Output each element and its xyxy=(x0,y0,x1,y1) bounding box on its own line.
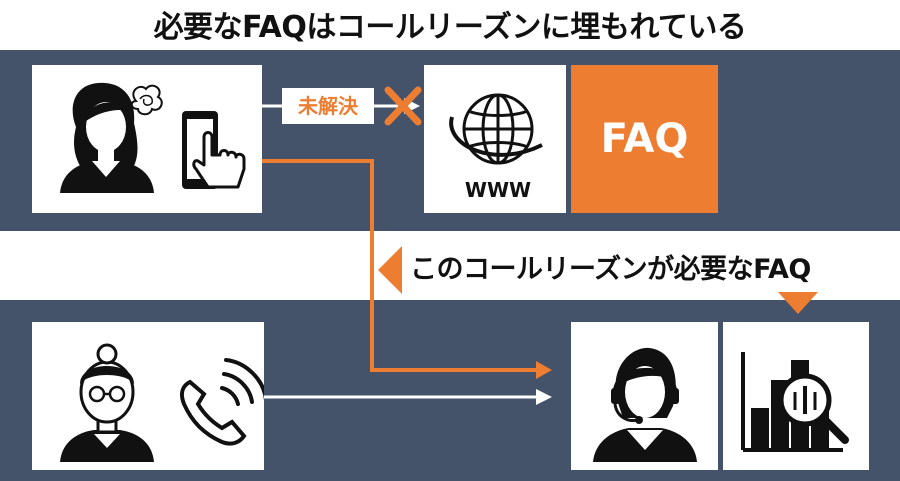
phone-call-arrow xyxy=(264,389,552,405)
unresolved-label: 未解決 xyxy=(282,88,374,124)
customer-web-panel xyxy=(32,65,262,213)
analytics-panel xyxy=(723,322,869,470)
cross-icon xyxy=(384,86,422,126)
www-label: WWW xyxy=(465,178,531,202)
callout-down-pointer xyxy=(778,292,818,314)
callout-text: このコールリーズンが必要なFAQ xyxy=(410,254,811,285)
escalation-arrow xyxy=(262,159,552,379)
smartphone-tap-icon xyxy=(182,111,246,189)
globe-icon xyxy=(449,93,543,165)
page-title: 必要なFAQはコールリーズンに埋もれている xyxy=(153,10,747,45)
elderly-woman-icon xyxy=(60,343,154,462)
call-center-operator-icon xyxy=(593,347,697,462)
faq-box: FAQ xyxy=(571,65,718,213)
analytics-magnifier-icon xyxy=(741,352,849,452)
callout-left-pointer xyxy=(378,246,402,294)
operator-panel xyxy=(571,322,718,470)
confused-woman-icon xyxy=(60,82,163,193)
customer-phone-panel xyxy=(32,322,268,470)
website-panel: WWW xyxy=(424,65,566,213)
